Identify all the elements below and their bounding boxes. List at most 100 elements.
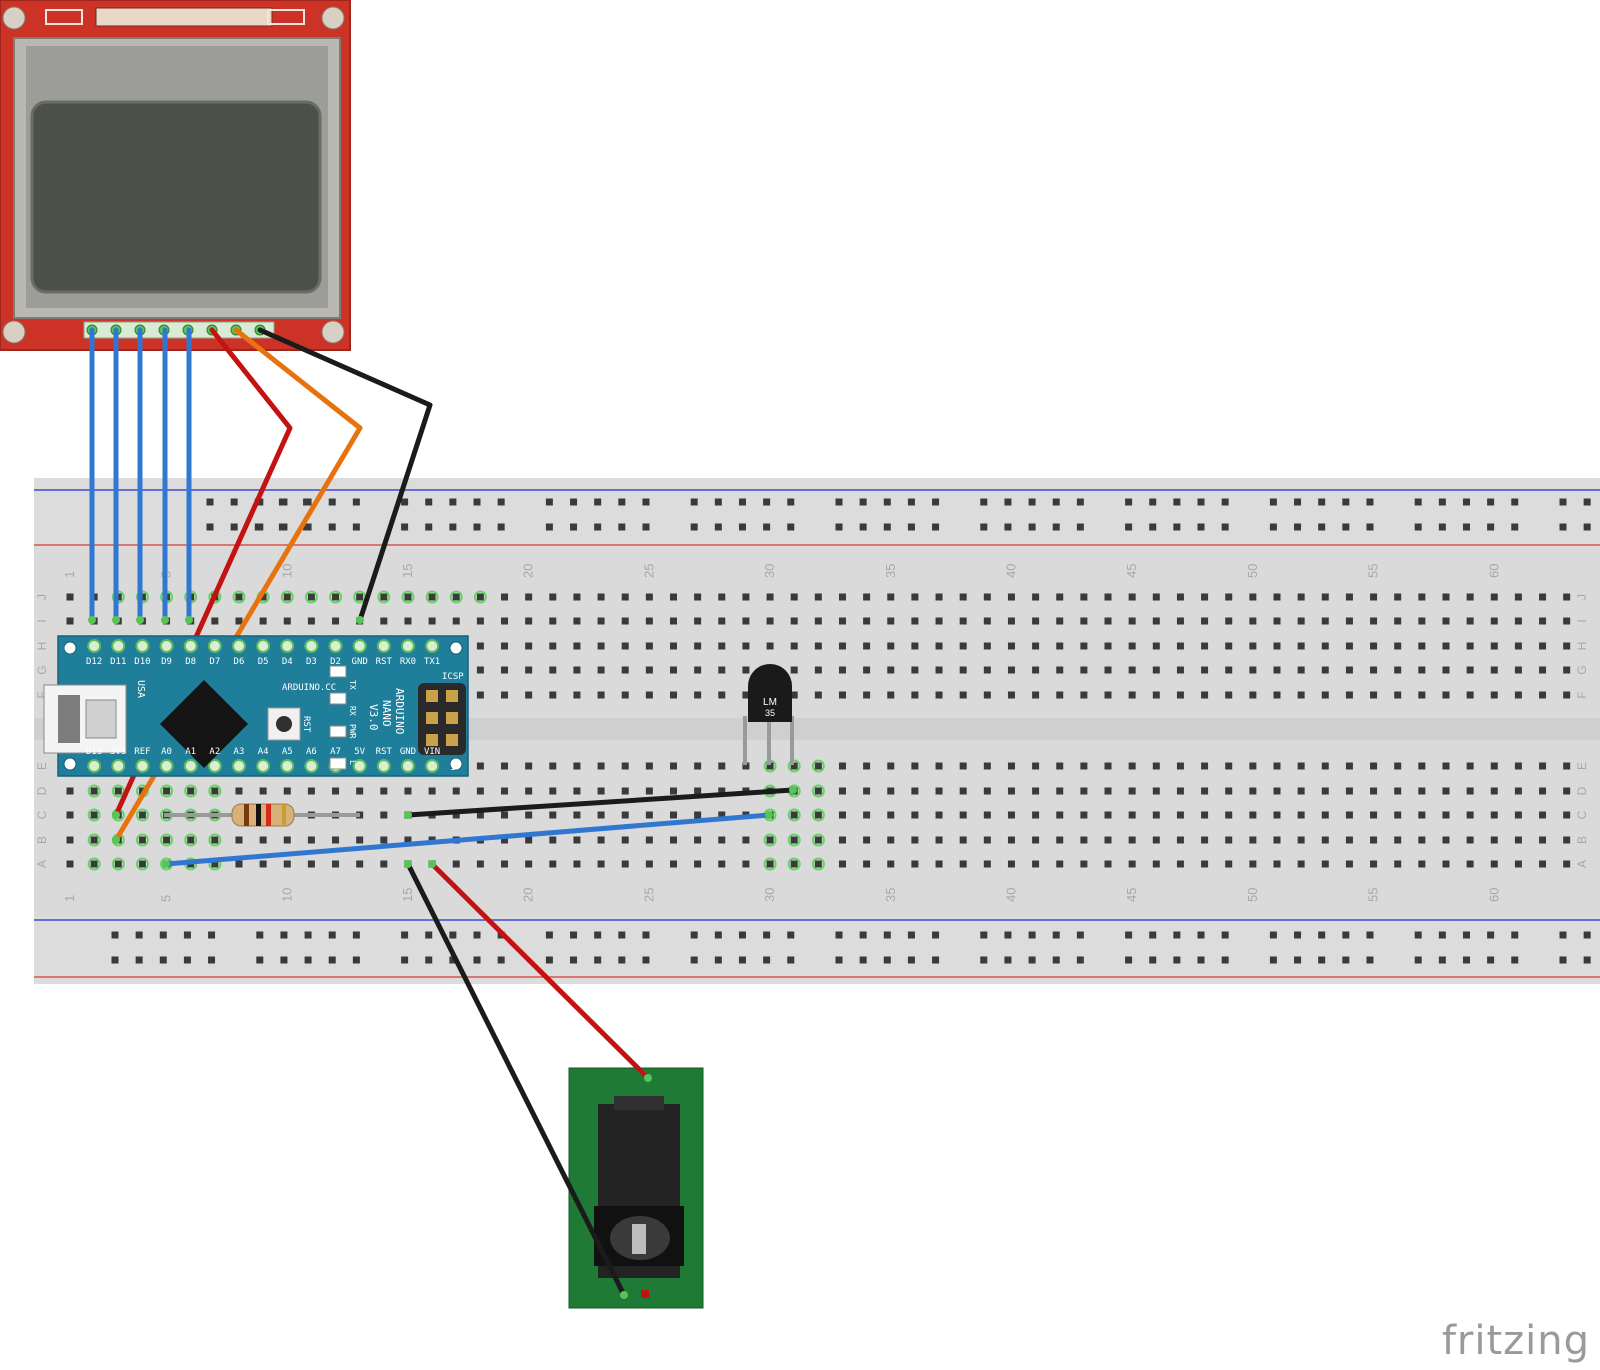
breadboard-hole bbox=[211, 617, 219, 625]
breadboard-hole bbox=[1297, 666, 1305, 674]
icsp-pin bbox=[446, 734, 458, 746]
arduino-top-pin bbox=[135, 639, 150, 653]
breadboard-hole bbox=[404, 593, 412, 601]
breadboard-hole bbox=[1201, 787, 1209, 795]
breadboard-hole bbox=[1056, 666, 1064, 674]
breadboard-hole bbox=[549, 787, 557, 795]
rail-hole bbox=[328, 931, 336, 939]
rail-hole bbox=[1269, 523, 1277, 531]
pin-label: D12 bbox=[86, 657, 102, 667]
breadboard-hole bbox=[718, 666, 726, 674]
rail-hole bbox=[714, 523, 722, 531]
breadboard-hole bbox=[887, 811, 895, 819]
breadboard-hole bbox=[1249, 811, 1257, 819]
rail-hole bbox=[1511, 956, 1519, 964]
breadboard-hole bbox=[1345, 762, 1353, 770]
breadboard-hole bbox=[1176, 860, 1184, 868]
rail-hole bbox=[1342, 931, 1350, 939]
breadboard-hole bbox=[1128, 787, 1136, 795]
arduino-top-pin bbox=[376, 639, 391, 653]
breadboard-hole bbox=[694, 762, 702, 770]
rail-hole bbox=[278, 523, 286, 531]
breadboard-hole bbox=[742, 617, 750, 625]
column-labels: 1155101015152020252530303535404045455050… bbox=[62, 564, 1501, 902]
rail-hole bbox=[1414, 523, 1422, 531]
dc-power-jack bbox=[568, 1067, 704, 1309]
row-label-right: E bbox=[1575, 762, 1589, 770]
breadboard-hole bbox=[887, 787, 895, 795]
breadboard-hole bbox=[983, 666, 991, 674]
breadboard-hole bbox=[911, 666, 919, 674]
breadboard-hole bbox=[1394, 762, 1402, 770]
rail-hole bbox=[545, 931, 553, 939]
rail-hole bbox=[1318, 523, 1326, 531]
breadboard-hole bbox=[1466, 762, 1474, 770]
breadboard-hole bbox=[1249, 666, 1257, 674]
breadboard-hole bbox=[814, 811, 822, 819]
rail-hole bbox=[425, 956, 433, 964]
breadboard-hole bbox=[959, 642, 967, 650]
breadboard-hole bbox=[525, 617, 533, 625]
breadboard-hole bbox=[1080, 860, 1088, 868]
breadboard-hole bbox=[283, 617, 291, 625]
breadboard-hole bbox=[1514, 691, 1522, 699]
rail-hole bbox=[1511, 498, 1519, 506]
breadboard-hole bbox=[235, 860, 243, 868]
breadboard-hole bbox=[501, 666, 509, 674]
rail-hole bbox=[206, 498, 214, 506]
arduino-top-pin bbox=[256, 639, 271, 653]
rail-hole bbox=[1342, 523, 1350, 531]
breadboard-hole bbox=[694, 593, 702, 601]
breadboard-hole bbox=[1056, 860, 1064, 868]
breadboard-hole bbox=[1249, 787, 1257, 795]
breadboard-hole bbox=[235, 787, 243, 795]
breadboard-hole bbox=[1032, 762, 1040, 770]
arduino-top-pin bbox=[111, 639, 126, 653]
breadboard-hole bbox=[1539, 836, 1547, 844]
row-label-right: J bbox=[1575, 594, 1589, 600]
breadboard-hole bbox=[452, 593, 460, 601]
breadboard-hole bbox=[1201, 836, 1209, 844]
breadboard-hole bbox=[911, 617, 919, 625]
rail-hole bbox=[1076, 523, 1084, 531]
breadboard-hole bbox=[1032, 593, 1040, 601]
breadboard-hole bbox=[597, 593, 605, 601]
breadboard-hole bbox=[1128, 593, 1136, 601]
breadboard-hole bbox=[621, 666, 629, 674]
breadboard-hole bbox=[887, 593, 895, 601]
breadboard-hole bbox=[1273, 593, 1281, 601]
rail-hole bbox=[1414, 931, 1422, 939]
breadboard-hole bbox=[1128, 666, 1136, 674]
breadboard-hole bbox=[1056, 762, 1064, 770]
rail-hole bbox=[352, 498, 360, 506]
rail-hole bbox=[642, 523, 650, 531]
breadboard-hole bbox=[1032, 666, 1040, 674]
breadboard-hole bbox=[863, 787, 871, 795]
breadboard-hole bbox=[1007, 811, 1015, 819]
breadboard-hole bbox=[476, 593, 484, 601]
connected-hole bbox=[87, 833, 101, 847]
rail-hole bbox=[1269, 931, 1277, 939]
breadboard-hole bbox=[1080, 593, 1088, 601]
wire-endpoint bbox=[161, 616, 169, 624]
rail-hole bbox=[425, 498, 433, 506]
breadboard-hole bbox=[694, 836, 702, 844]
arduino-bottom-pin bbox=[111, 759, 126, 773]
rail-hole bbox=[280, 931, 288, 939]
breadboard-hole bbox=[1539, 666, 1547, 674]
wire-red-jack-vin bbox=[429, 861, 651, 1081]
breadboard-hole bbox=[1514, 617, 1522, 625]
mount-hole bbox=[2, 320, 26, 344]
connected-hole bbox=[135, 808, 149, 822]
arduino-top-pin bbox=[87, 639, 102, 653]
breadboard-hole bbox=[1442, 593, 1450, 601]
column-label-top: 25 bbox=[641, 564, 656, 578]
breadboard-hole bbox=[501, 691, 509, 699]
mcu-chip bbox=[160, 680, 248, 768]
breadboard-hole bbox=[621, 762, 629, 770]
rail-hole bbox=[1052, 498, 1060, 506]
connected-hole bbox=[811, 784, 825, 798]
wire-black-lcd-gnd bbox=[257, 327, 433, 623]
column-label-bottom: 40 bbox=[1003, 888, 1018, 902]
breadboard-hole bbox=[476, 642, 484, 650]
